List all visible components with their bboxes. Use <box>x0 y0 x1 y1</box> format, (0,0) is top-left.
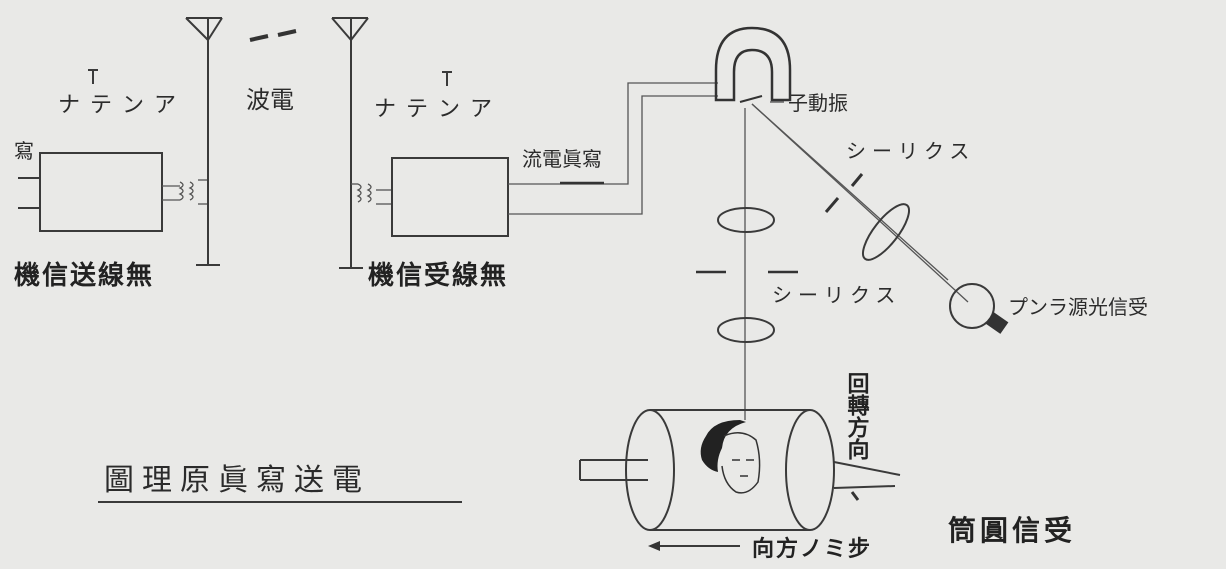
photo-left-label: 寫 <box>14 139 34 163</box>
transmitter-group: 寫 ナテンア 機信送線無 <box>14 17 223 291</box>
lamp-icon <box>949 283 1009 334</box>
step-arrow-icon <box>648 541 740 551</box>
upper-slit-icon <box>824 173 864 213</box>
light-source-label: プンラ源光信受 <box>1008 295 1148 319</box>
lens-top-icon <box>717 207 775 233</box>
receiver-group: ナテンア 機信受線無 <box>331 17 509 291</box>
signal-wires <box>508 82 718 215</box>
receiver-box <box>391 157 509 237</box>
antenna-right-label: ナテンア <box>374 97 502 122</box>
magnet-icon <box>714 26 792 103</box>
wave-label: 波電 <box>246 86 294 114</box>
coil-left-icon <box>162 179 208 205</box>
step-direction-label: 向方ノミ步 <box>752 536 872 562</box>
current-label: 流電眞寫 <box>522 147 602 171</box>
mast-left-icon <box>185 17 223 266</box>
radio-wave-icon <box>249 29 297 42</box>
diagram-title: 圖理原眞寫送電 <box>104 463 370 498</box>
small-antenna-right-icon <box>442 71 452 86</box>
antenna-left-label: ナテンア <box>58 93 186 118</box>
mast-right-icon <box>331 17 369 269</box>
drum-label: 筒圓信受 <box>948 514 1076 547</box>
coil-right-icon <box>351 183 392 205</box>
transmitter-box <box>39 152 163 232</box>
slit-upper-label: シーリクス <box>846 139 975 163</box>
drum-icon <box>579 409 901 531</box>
light-beam <box>751 103 969 303</box>
portrait-icon <box>700 420 761 494</box>
receiver-label: 機信受線無 <box>368 260 508 291</box>
slit-lower-label: シーリクス <box>772 283 901 307</box>
small-antenna-left-icon <box>88 69 98 84</box>
lens-bottom-icon <box>717 317 775 343</box>
upper-lens-icon <box>862 203 910 261</box>
rotation-label: 回轉方向 <box>844 372 870 461</box>
transmitter-label: 機信送線無 <box>14 260 154 291</box>
vibrator-label: 子動振 <box>788 91 848 115</box>
